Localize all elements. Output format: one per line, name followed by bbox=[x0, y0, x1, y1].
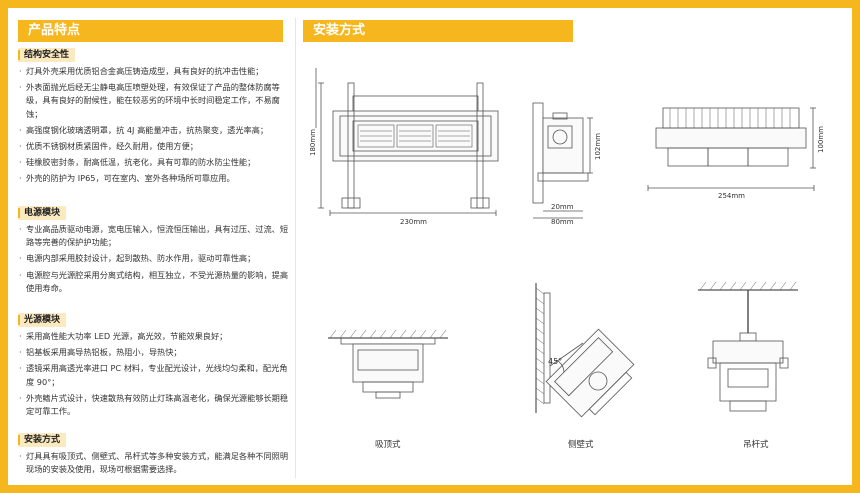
side-height-label: 102mm bbox=[594, 133, 602, 160]
side-d2-label: 80mm bbox=[551, 218, 574, 226]
features-column: 产品特点 结构安全性 灯具外壳采用优质铝合金高压铸造成型，具有良好的抗冲击性能；… bbox=[8, 8, 293, 485]
top-width-label: 254mm bbox=[718, 192, 745, 200]
list-item: 铝基板采用高导热铝板，热阻小，导热快； bbox=[18, 346, 293, 359]
list-item: 专业高品质驱动电源，宽电压输入，恒流恒压输出，具有过压、过流、短路等完善的保护护… bbox=[18, 223, 293, 249]
section-title-light: 光源模块 bbox=[18, 313, 67, 327]
top-view-drawing bbox=[647, 107, 816, 191]
caption-wall: 侧壁式 bbox=[568, 440, 594, 450]
front-height-label: 180mm bbox=[309, 129, 317, 156]
drawings: 230mm 180mm 20mm 80mm 102mm bbox=[309, 68, 825, 418]
list-item: 外壳鳍片式设计，快速散热有效防止灯珠高温老化，确保光源能够长期稳定可靠工作。 bbox=[18, 392, 293, 418]
front-width-label: 230mm bbox=[400, 218, 427, 226]
pole-mount-drawing bbox=[698, 281, 798, 412]
column-divider bbox=[295, 18, 296, 478]
top-height-label: 100mm bbox=[817, 126, 825, 153]
list-item: 优质不锈钢材质紧固件，经久耐用，使用方便； bbox=[18, 140, 293, 153]
list-item: 灯具外壳采用优质铝合金高压铸造成型，具有良好的抗冲击性能； bbox=[18, 65, 293, 78]
caption-pole: 吊杆式 bbox=[743, 440, 769, 450]
install-list: 灯具具有吸顶式、侧壁式、吊杆式等多种安装方式，能满足各种不同照明现场的安装及使用… bbox=[18, 450, 293, 479]
list-item: 电源腔与光源腔采用分离式结构，相互独立，不受光源热量的影响，提高使用寿命。 bbox=[18, 269, 293, 295]
section-title-structure: 结构安全性 bbox=[18, 48, 76, 62]
list-item: 透镜采用高透光率进口 PC 材料，专业配光设计，光线均匀柔和，配光角度 90°； bbox=[18, 362, 293, 388]
ceiling-mount-drawing bbox=[328, 329, 448, 399]
wall-mount-drawing bbox=[535, 283, 635, 418]
list-item: 采用高性能大功率 LED 光源，高光效，节能效果良好； bbox=[18, 330, 293, 343]
install-header: 安装方式 bbox=[303, 20, 573, 42]
list-item: 外表面抛光后经无尘静电高压喷塑处理，有效保证了产品的整体防腐等级，具有良好的耐候… bbox=[18, 81, 293, 121]
list-item: 电源内部采用胶封设计，起到散热、防水作用，驱动可靠性高； bbox=[18, 252, 293, 265]
light-list: 采用高性能大功率 LED 光源，高光效，节能效果良好； 铝基板采用高导热铝板，热… bbox=[18, 330, 293, 421]
list-item: 灯具具有吸顶式、侧壁式、吊杆式等多种安装方式，能满足各种不同照明现场的安装及使用… bbox=[18, 450, 293, 476]
structure-list: 灯具外壳采用优质铝合金高压铸造成型，具有良好的抗冲击性能； 外表面抛光后经无尘静… bbox=[18, 65, 293, 189]
front-view-drawing bbox=[315, 68, 499, 216]
section-title-power: 电源模块 bbox=[18, 206, 67, 220]
list-item: 外壳的防护为 IP65，可在室内、室外各种场所可靠应用。 bbox=[18, 172, 293, 185]
list-item: 高强度钢化玻璃透明罩，抗 4J 高能量冲击，抗热聚变，透光率高； bbox=[18, 124, 293, 137]
side-view-drawing bbox=[532, 102, 593, 219]
features-header: 产品特点 bbox=[18, 20, 283, 42]
caption-ceiling: 吸顶式 bbox=[375, 440, 401, 450]
section-title-install: 安装方式 bbox=[18, 433, 67, 447]
spec-sheet: 产品特点 结构安全性 灯具外壳采用优质铝合金高压铸造成型，具有良好的抗冲击性能；… bbox=[8, 8, 852, 485]
side-d1-label: 20mm bbox=[551, 203, 574, 211]
power-list: 专业高品质驱动电源，宽电压输入，恒流恒压输出，具有过压、过流、短路等完善的保护护… bbox=[18, 223, 293, 298]
list-item: 硅橡胶密封条，耐高低温，抗老化，具有可靠的防水防尘性能； bbox=[18, 156, 293, 169]
angle-label: 45° bbox=[548, 357, 562, 366]
